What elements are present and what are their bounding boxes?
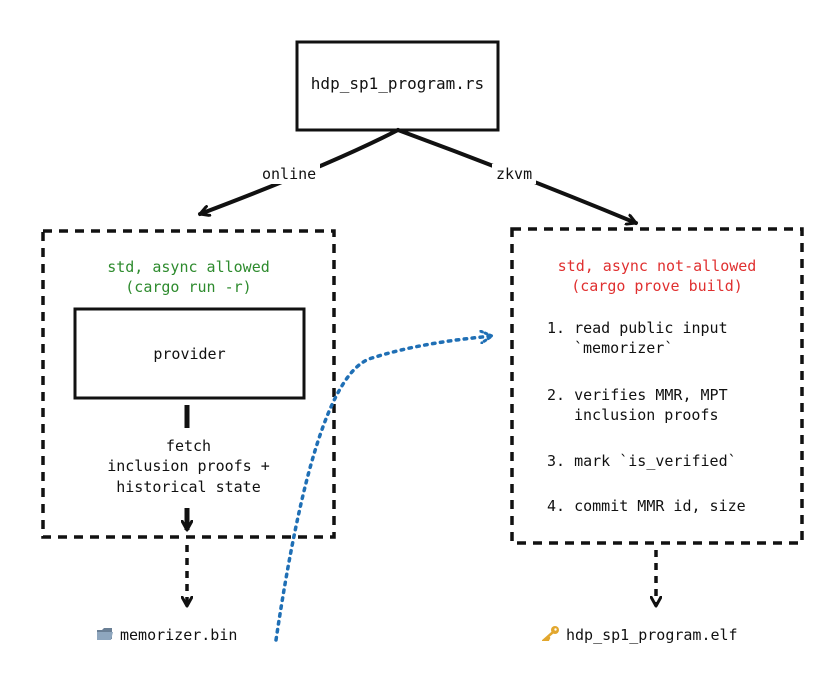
step-2-line-1: 2. verifies MMR, MPT [547,386,728,404]
provider-label: provider [153,345,226,363]
step-3: 3. mark `is_verified` [547,452,737,470]
online-edge-label: online [258,164,321,184]
folder-icon [96,626,114,640]
online-panel-subtitle: (cargo run -r) [125,278,252,296]
elf-file-label: hdp_sp1_program.elf [566,626,738,644]
online-panel-border [41,229,336,539]
online-panel-title: std, async allowed [107,258,270,276]
memorizer-input-connector [274,336,492,642]
root-node-label: hdp_sp1_program.rs [310,74,485,93]
fetch-line-1: fetch [165,437,212,455]
zkvm-panel-title: std, async not-allowed [557,257,757,275]
memorizer-output: memorizer.bin [96,625,237,645]
zkvm-panel-border [510,227,804,545]
zkvm-edge-label: zkvm [492,164,537,184]
step-1-line-1: 1. read public input [547,319,728,337]
zkvm-panel-subtitle: (cargo prove build) [571,277,743,295]
provider-box [73,307,306,400]
root-node-box [295,40,500,132]
memorizer-file-label: memorizer.bin [120,626,238,644]
fetch-line-3: historical state [116,478,261,496]
key-icon [540,625,560,643]
step-4: 4. commit MMR id, size [547,497,746,515]
elf-output: hdp_sp1_program.elf [540,625,738,645]
fetch-line-2: inclusion proofs + [107,457,270,475]
step-1-line-2: `memorizer` [574,339,674,357]
step-2-line-2: inclusion proofs [574,406,719,424]
